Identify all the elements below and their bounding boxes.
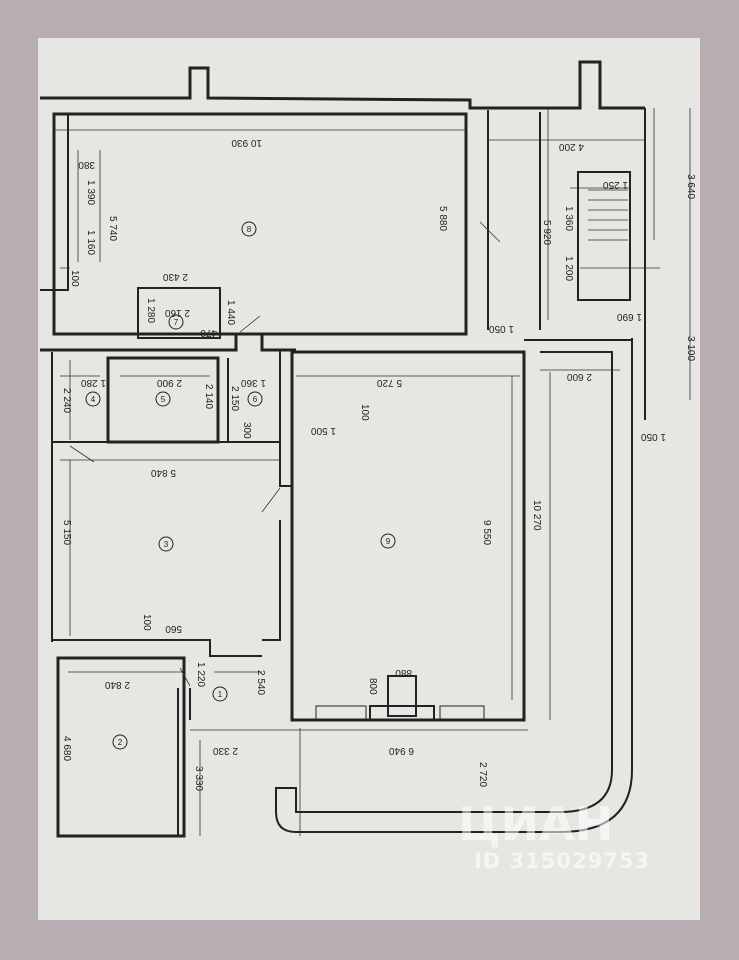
corridor-lines	[177, 688, 191, 836]
room-8-walls	[52, 112, 468, 336]
dim-label: 5 740	[107, 216, 118, 241]
room-7-number: 7	[174, 318, 179, 327]
dim-label: 1 690	[617, 311, 642, 322]
room-9-window	[315, 705, 367, 721]
room-7-walls	[137, 287, 221, 339]
dim-label: 3 640	[685, 174, 696, 199]
room-8-number: 8	[247, 225, 252, 234]
dim-label: 2 720	[477, 762, 488, 787]
dim-label: 100	[141, 614, 152, 631]
dim-label: 3 330	[193, 766, 204, 791]
dim-label: 470	[200, 327, 217, 338]
dim-label: 1 280	[81, 377, 106, 388]
dim-label: 5 880	[437, 206, 448, 231]
outer-wall-top	[40, 60, 645, 110]
dim-lines-top	[54, 108, 655, 320]
dim-label: 2 430	[163, 271, 188, 282]
dim-label: 800	[367, 678, 378, 695]
dim-label: 1 050	[641, 431, 666, 442]
room-6-number: 6	[253, 395, 258, 404]
dim-label: 2 140	[203, 384, 214, 409]
dim-label: 2 540	[255, 670, 266, 695]
room-4-6-walls	[51, 352, 280, 642]
room-3-number: 3	[164, 540, 169, 549]
dim-label: 2 240	[61, 388, 72, 413]
room-8-left-wall	[40, 115, 69, 291]
room-9-niche	[387, 675, 417, 717]
door-swings	[69, 221, 501, 687]
dim-label: 2 330	[213, 745, 238, 756]
dim-label: 1 390	[85, 180, 96, 205]
dim-label: 1 050	[489, 323, 514, 334]
room-2-number: 2	[118, 738, 123, 747]
dim-label: 1 220	[195, 662, 206, 687]
dim-label: 2 600	[567, 371, 592, 382]
stair-hall-walls	[487, 110, 541, 330]
watermark-logo: ЦИАН	[458, 797, 613, 851]
watermark-id: ID 315029753	[474, 849, 650, 873]
room-1-number: 1	[218, 690, 223, 699]
dim-label: 1 360	[563, 206, 574, 231]
dim-lines-bottom	[68, 671, 528, 836]
dim-label: 880	[395, 667, 412, 678]
dim-label: 3 100	[685, 336, 696, 361]
balcony-wall	[275, 339, 633, 833]
room-2-walls	[56, 656, 186, 838]
room-3-bottom	[52, 639, 262, 657]
floor-plan-sheet	[38, 38, 700, 920]
dim-label: 1 280	[145, 298, 156, 323]
dim-label: 100	[69, 270, 80, 287]
room-4-number: 4	[91, 395, 96, 404]
room-9-window-2	[439, 705, 485, 721]
dim-label: 5 840	[151, 467, 176, 478]
dim-label: 2 840	[105, 679, 130, 690]
wall-middle-band	[40, 334, 296, 352]
dim-label: 1 250	[603, 179, 628, 190]
watermark: ЦИАН ID 315029753	[458, 797, 650, 873]
dim-lines-left	[60, 150, 101, 269]
dim-label: 1 500	[311, 425, 336, 436]
dim-label: 4 200	[559, 141, 584, 152]
dim-label: 10 930	[231, 137, 262, 148]
dim-label: 10 270	[531, 500, 542, 531]
dim-label: 1 200	[563, 256, 574, 281]
dim-label: 2 900	[157, 377, 182, 388]
dim-label: 1 360	[241, 377, 266, 388]
dim-label: 560	[165, 623, 182, 634]
room-9-wall-stub	[369, 705, 435, 721]
dim-label: 6 940	[389, 745, 414, 756]
dim-label: 100	[359, 404, 370, 421]
dim-lines-middle	[60, 369, 620, 461]
dim-lines-vertical	[69, 108, 691, 720]
dim-label: 5 150	[61, 520, 72, 545]
dim-label: 2 160	[165, 307, 190, 318]
dim-label: 1 440	[225, 300, 236, 325]
room-5-number: 5	[161, 395, 166, 404]
dim-label: 300	[241, 422, 252, 439]
dim-label: 9 550	[481, 520, 492, 545]
staircase	[577, 171, 631, 301]
room-9-inner-left	[262, 350, 292, 641]
stair-treads	[570, 187, 660, 269]
dim-label: 4 680	[61, 736, 72, 761]
dim-label: 2 150	[229, 386, 240, 411]
dim-label: 1 160	[85, 230, 96, 255]
dim-label: 5 920	[541, 220, 552, 245]
dim-label: 5 720	[377, 377, 402, 388]
dim-label: 380	[78, 159, 95, 170]
room-9-number: 9	[386, 537, 391, 546]
